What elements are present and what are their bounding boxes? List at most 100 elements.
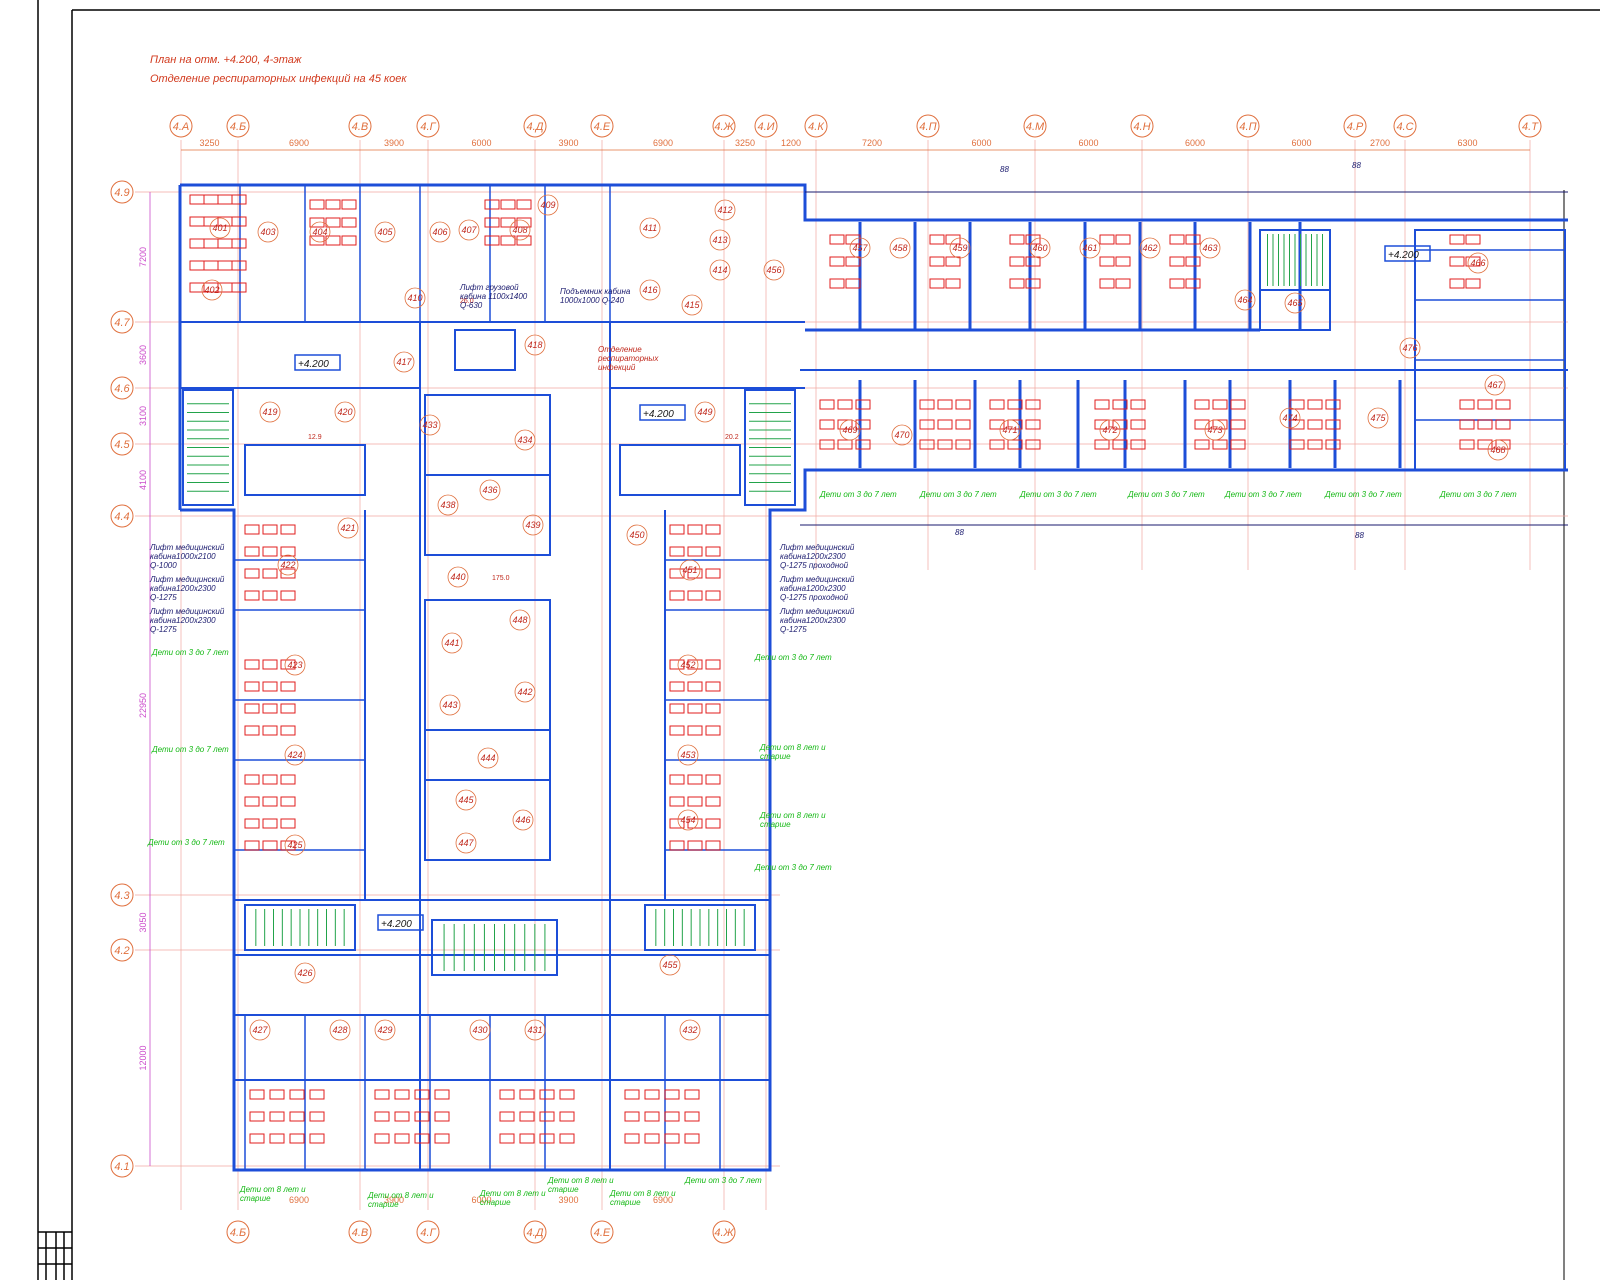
room-number-425: 425 <box>287 840 303 850</box>
bed-east-wing-6-7 <box>1477 439 1493 450</box>
furn-401-11 <box>231 238 247 249</box>
bed-east-wing-2-1 <box>1007 399 1023 410</box>
room-number-455: 455 <box>662 960 678 970</box>
dim-88-top-1: 88 <box>1000 165 1009 174</box>
room-bubble-414 <box>709 259 731 281</box>
bed-east-b-0 <box>669 659 685 670</box>
room-bubble-413 <box>709 229 731 251</box>
bed-east-c-7 <box>687 818 703 829</box>
bed-east-wing-5-1 <box>1307 399 1323 410</box>
bed-south-b-10 <box>414 1133 430 1144</box>
furn-north-wing-4-0 <box>1169 234 1185 245</box>
dimension-top-6: 3250 <box>735 138 755 148</box>
furn-north-wing-2-5 <box>1025 278 1041 289</box>
bed-south-c-8 <box>499 1133 515 1144</box>
room-number-447: 447 <box>458 838 474 848</box>
room-number-462: 462 <box>1142 243 1157 253</box>
bed-west-b-7 <box>262 703 278 714</box>
bed-east-wing-0-7 <box>837 439 853 450</box>
room-bubble-472 <box>1099 419 1121 441</box>
furn-401-2 <box>217 194 233 205</box>
axis-bubble-left-3 <box>110 432 134 456</box>
furn-north-wing-5-3 <box>1465 256 1481 267</box>
bed-east-wing-2-0 <box>989 399 1005 410</box>
dimension-bottom-0: 6900 <box>289 1195 309 1205</box>
bed-west-c-3 <box>244 796 260 807</box>
furn-north-wing-0-3 <box>845 256 861 267</box>
room-number-413: 413 <box>712 235 727 245</box>
dim-88-bottom-1: 88 <box>955 528 964 537</box>
room-number-444: 444 <box>480 753 495 763</box>
bed-east-wing-3-6 <box>1094 439 1110 450</box>
bed-south-b-5 <box>394 1111 410 1122</box>
bed-east-a-8 <box>705 568 721 579</box>
building-walls <box>178 183 1568 1172</box>
axis-bubble-top-1 <box>226 114 250 138</box>
bed-east-wing-1-1 <box>937 399 953 410</box>
bed-south-d-8 <box>624 1133 640 1144</box>
room-bubble-401 <box>209 217 231 239</box>
furn-403-4 <box>325 217 341 228</box>
room-number-452: 452 <box>680 660 695 670</box>
label-kids-3-7-d: Дети от 3 до 7 лет <box>754 653 832 662</box>
furniture-fixtures <box>189 194 1511 1144</box>
furn-406-5 <box>516 217 532 228</box>
bed-east-b-10 <box>687 725 703 736</box>
room-number-406: 406 <box>432 227 447 237</box>
plan-title: План на отм. +4.200, 4-этаж <box>150 54 302 66</box>
bed-east-wing-3-2 <box>1130 399 1146 410</box>
room-number-450: 450 <box>629 530 644 540</box>
room-number-427: 427 <box>252 1025 268 1035</box>
axis-bubble-left-7 <box>110 1154 134 1178</box>
bed-east-wing-3-3 <box>1094 419 1110 430</box>
dimension-left-3: 4100 <box>138 470 148 490</box>
room-bubble-462 <box>1139 237 1161 259</box>
bed-south-b-1 <box>394 1089 410 1100</box>
bed-west-c-4 <box>262 796 278 807</box>
room-number-441: 441 <box>444 638 459 648</box>
bed-west-a-5 <box>280 546 296 557</box>
room-number-439: 439 <box>525 520 540 530</box>
room-bubble-419 <box>259 401 281 423</box>
room-bubble-444 <box>477 747 499 769</box>
label-kids-3-7-f: Дети от 3 до 7 лет <box>819 490 897 499</box>
furn-north-wing-0-1 <box>845 234 861 245</box>
room-bubble-455 <box>659 954 681 976</box>
bed-east-wing-4-3 <box>1194 419 1210 430</box>
bed-south-d-3 <box>684 1089 700 1100</box>
axis-label-left-7: 4.1 <box>114 1161 129 1173</box>
axis-label-left-5: 4.3 <box>114 890 130 902</box>
bed-east-wing-4-0 <box>1194 399 1210 410</box>
room-bubble-473 <box>1204 419 1226 441</box>
furn-north-wing-1-4 <box>929 278 945 289</box>
bed-east-wing-4-4 <box>1212 419 1228 430</box>
bed-east-wing-0-6 <box>819 439 835 450</box>
dimension-top-13: 2700 <box>1370 138 1390 148</box>
axis-bubble-bottom-5 <box>712 1220 736 1244</box>
bed-south-c-2 <box>539 1089 555 1100</box>
bed-east-wing-5-2 <box>1325 399 1341 410</box>
room-number-404: 404 <box>312 227 327 237</box>
furn-north-wing-0-0 <box>829 234 845 245</box>
bed-east-c-4 <box>687 796 703 807</box>
area-450: 20.2 <box>725 434 739 441</box>
room-bubble-439 <box>522 514 544 536</box>
room-bubble-412 <box>714 199 736 221</box>
bed-east-b-5 <box>705 681 721 692</box>
dimension-top-1: 6900 <box>289 138 309 148</box>
axis-bubble-left-0 <box>110 180 134 204</box>
dimension-top-9: 6000 <box>971 138 991 148</box>
room-number-465: 465 <box>1287 298 1303 308</box>
bed-east-c-10 <box>687 840 703 851</box>
bed-west-a-0 <box>244 524 260 535</box>
bed-east-b-7 <box>687 703 703 714</box>
room-number-417: 417 <box>396 357 412 367</box>
room-number-463: 463 <box>1202 243 1217 253</box>
bed-east-wing-4-8 <box>1230 439 1246 450</box>
room-number-424: 424 <box>287 750 302 760</box>
room-number-428: 428 <box>332 1025 347 1035</box>
level-mark-1: +4.200 <box>298 359 329 370</box>
